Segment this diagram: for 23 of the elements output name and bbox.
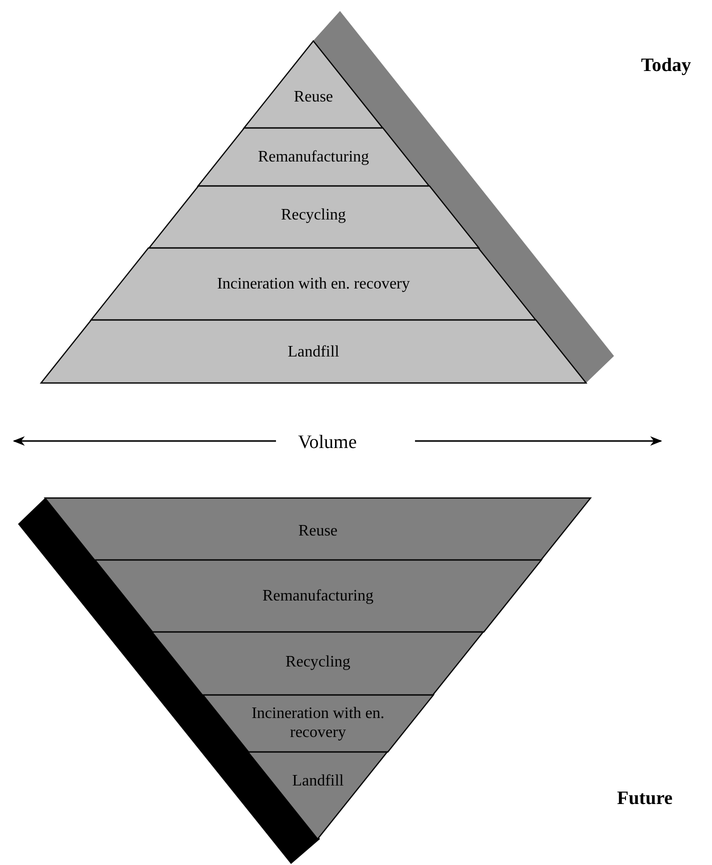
band-label: Recycling	[286, 652, 350, 672]
band-label: Recycling	[281, 205, 346, 225]
pyramid-band	[202, 695, 434, 752]
band-label: Landfill	[292, 771, 344, 791]
pyramid-band	[45, 498, 591, 560]
pyramid-band	[91, 248, 536, 320]
band-label: Incineration with en. recovery	[250, 704, 386, 742]
pyramid-band	[244, 41, 383, 128]
band-label: Landfill	[288, 342, 340, 362]
pyramid-title: Today	[641, 54, 691, 78]
pyramid-band	[148, 186, 478, 248]
band-label: Reuse	[294, 87, 334, 107]
band-label: Reuse	[298, 521, 338, 541]
pyramid-band	[94, 560, 542, 632]
pyramid-band	[248, 752, 388, 839]
band-label: Remanufacturing	[258, 147, 370, 167]
pyramid-band	[198, 128, 430, 186]
band-label: Incineration with en. recovery	[217, 274, 410, 294]
axis-label: Volume	[298, 431, 357, 455]
pyramid-band	[40, 320, 586, 383]
pyramid-band	[152, 632, 484, 695]
pyramid-title: Future	[617, 787, 673, 811]
band-label: Remanufacturing	[262, 586, 374, 606]
